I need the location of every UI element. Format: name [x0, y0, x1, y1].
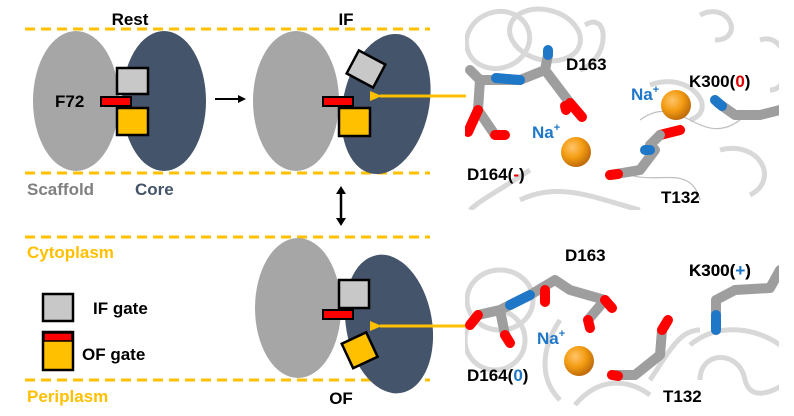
sodium-ion — [561, 137, 591, 167]
legend-if-gate-swatch — [41, 292, 75, 323]
protein-ribbon — [465, 6, 779, 210]
if-label: IF — [338, 10, 353, 29]
rest-label: Rest — [112, 10, 149, 29]
residue-sticks — [465, 45, 779, 180]
if-state: IF — [253, 10, 431, 175]
of-gate — [337, 106, 372, 138]
k300-label-top: K300(+) — [689, 261, 751, 280]
legend-if-gate-label: IF gate — [93, 299, 148, 318]
of-label: OF — [329, 389, 353, 408]
core-domain — [122, 31, 206, 171]
if-structure-panel: D163 T132 Na+ Na+ K300(0) D164(-) — [465, 6, 779, 210]
core-label: Core — [135, 180, 174, 199]
legend-f72-swatch — [43, 332, 73, 342]
of-gate — [115, 106, 150, 137]
t132-label: T132 — [663, 387, 702, 406]
d164-label: D164(0) — [467, 366, 528, 385]
if-gate — [337, 278, 371, 310]
na-label: Na+ — [532, 122, 560, 142]
membrane-lines — [25, 27, 430, 382]
core-domain — [344, 254, 434, 394]
d163-label-top: D163 — [565, 246, 606, 265]
of-gate — [340, 330, 380, 370]
legend: IF gate OF gate — [41, 292, 148, 372]
if-gate — [115, 66, 150, 96]
d164-label: D164(-) — [467, 165, 525, 184]
sodium-ion — [564, 346, 594, 376]
residue-sticks — [465, 265, 779, 381]
f72-bar — [100, 96, 132, 107]
rest-state: Rest F72 — [33, 10, 206, 171]
if-gate — [344, 48, 388, 90]
sodium-ion — [661, 90, 691, 120]
na-label: Na+ — [537, 328, 565, 348]
f72-label: F72 — [55, 92, 84, 111]
scaffold-domain — [255, 238, 341, 378]
f72-bar — [322, 96, 354, 107]
of-structure-panel: D163 T132 Na+ K300(+) D164(0) D163 K300(… — [465, 246, 779, 406]
k300-label: K300(0) — [689, 72, 750, 91]
arrow-if-of — [336, 186, 346, 226]
of-state: OF — [255, 238, 434, 408]
k300-label: K300(+) — [689, 261, 751, 280]
periplasm-label: Periplasm — [27, 387, 108, 406]
legend-of-gate-label: OF gate — [82, 345, 145, 364]
scaffold-domain — [253, 31, 339, 171]
na-label: Na+ — [631, 84, 659, 104]
cytoplasm-label: Cytoplasm — [27, 243, 114, 262]
scaffold-domain — [33, 31, 119, 171]
scaffold-label: Scaffold — [27, 180, 94, 199]
d163-label: D163 — [566, 55, 607, 74]
t132-label: T132 — [661, 188, 700, 207]
f72-bar — [322, 309, 354, 320]
